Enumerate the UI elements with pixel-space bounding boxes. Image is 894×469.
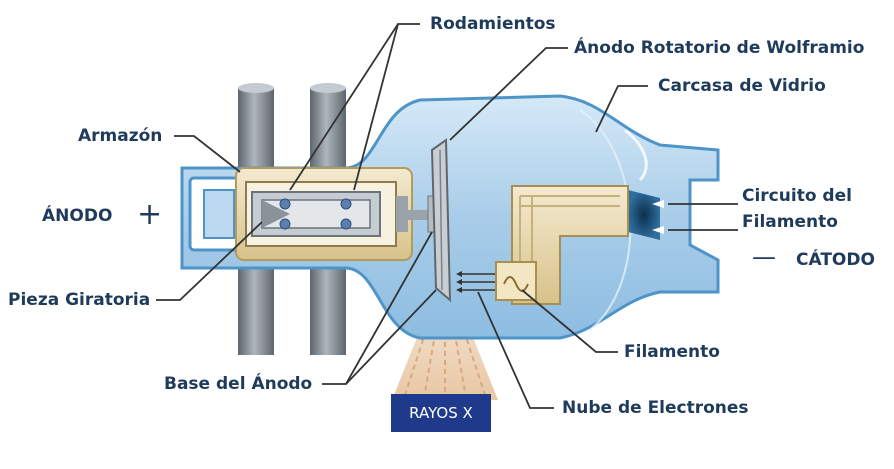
leader-anodo-rotatorio bbox=[449, 47, 568, 141]
leader-pieza-giratoria bbox=[156, 221, 263, 301]
leader-lines bbox=[156, 23, 738, 409]
rotating-anode-disk bbox=[430, 138, 452, 303]
plus-sign: + bbox=[137, 197, 163, 232]
label-anodo-rotatorio: Ánodo Rotatorio de Wolframio bbox=[574, 38, 865, 58]
label-carcasa: Carcasa de Vidrio bbox=[658, 76, 826, 96]
label-circuito-line2: Filamento bbox=[742, 212, 838, 232]
label-armazon: Armazón bbox=[78, 126, 163, 146]
label-anodo: ÁNODO bbox=[42, 206, 113, 226]
minus-sign: — bbox=[752, 243, 776, 271]
xray-label-box: RAYOS X bbox=[391, 394, 491, 432]
label-base-anodo: Base del Ánodo bbox=[164, 374, 313, 394]
leader-filamento bbox=[521, 289, 618, 353]
label-filamento: Filamento bbox=[624, 342, 720, 362]
label-pieza-giratoria: Pieza Giratoria bbox=[8, 290, 151, 310]
label-rayos-x: RAYOS X bbox=[409, 404, 473, 422]
electron-beam bbox=[456, 271, 495, 293]
label-circuito-line1: Circuito del bbox=[742, 186, 852, 206]
leader-nube bbox=[477, 291, 554, 409]
label-nube-electrones: Nube de Electrones bbox=[562, 398, 749, 418]
label-catodo: CÁTODO bbox=[796, 250, 875, 270]
leader-base-2 bbox=[345, 289, 437, 385]
label-rodamientos: Rodamientos bbox=[430, 14, 556, 34]
leader-rodamientos-2 bbox=[289, 23, 399, 191]
cathode-assembly bbox=[495, 185, 664, 305]
anode-housing bbox=[188, 167, 445, 261]
leader-carcasa bbox=[595, 85, 648, 133]
leader-armazon bbox=[174, 135, 241, 173]
